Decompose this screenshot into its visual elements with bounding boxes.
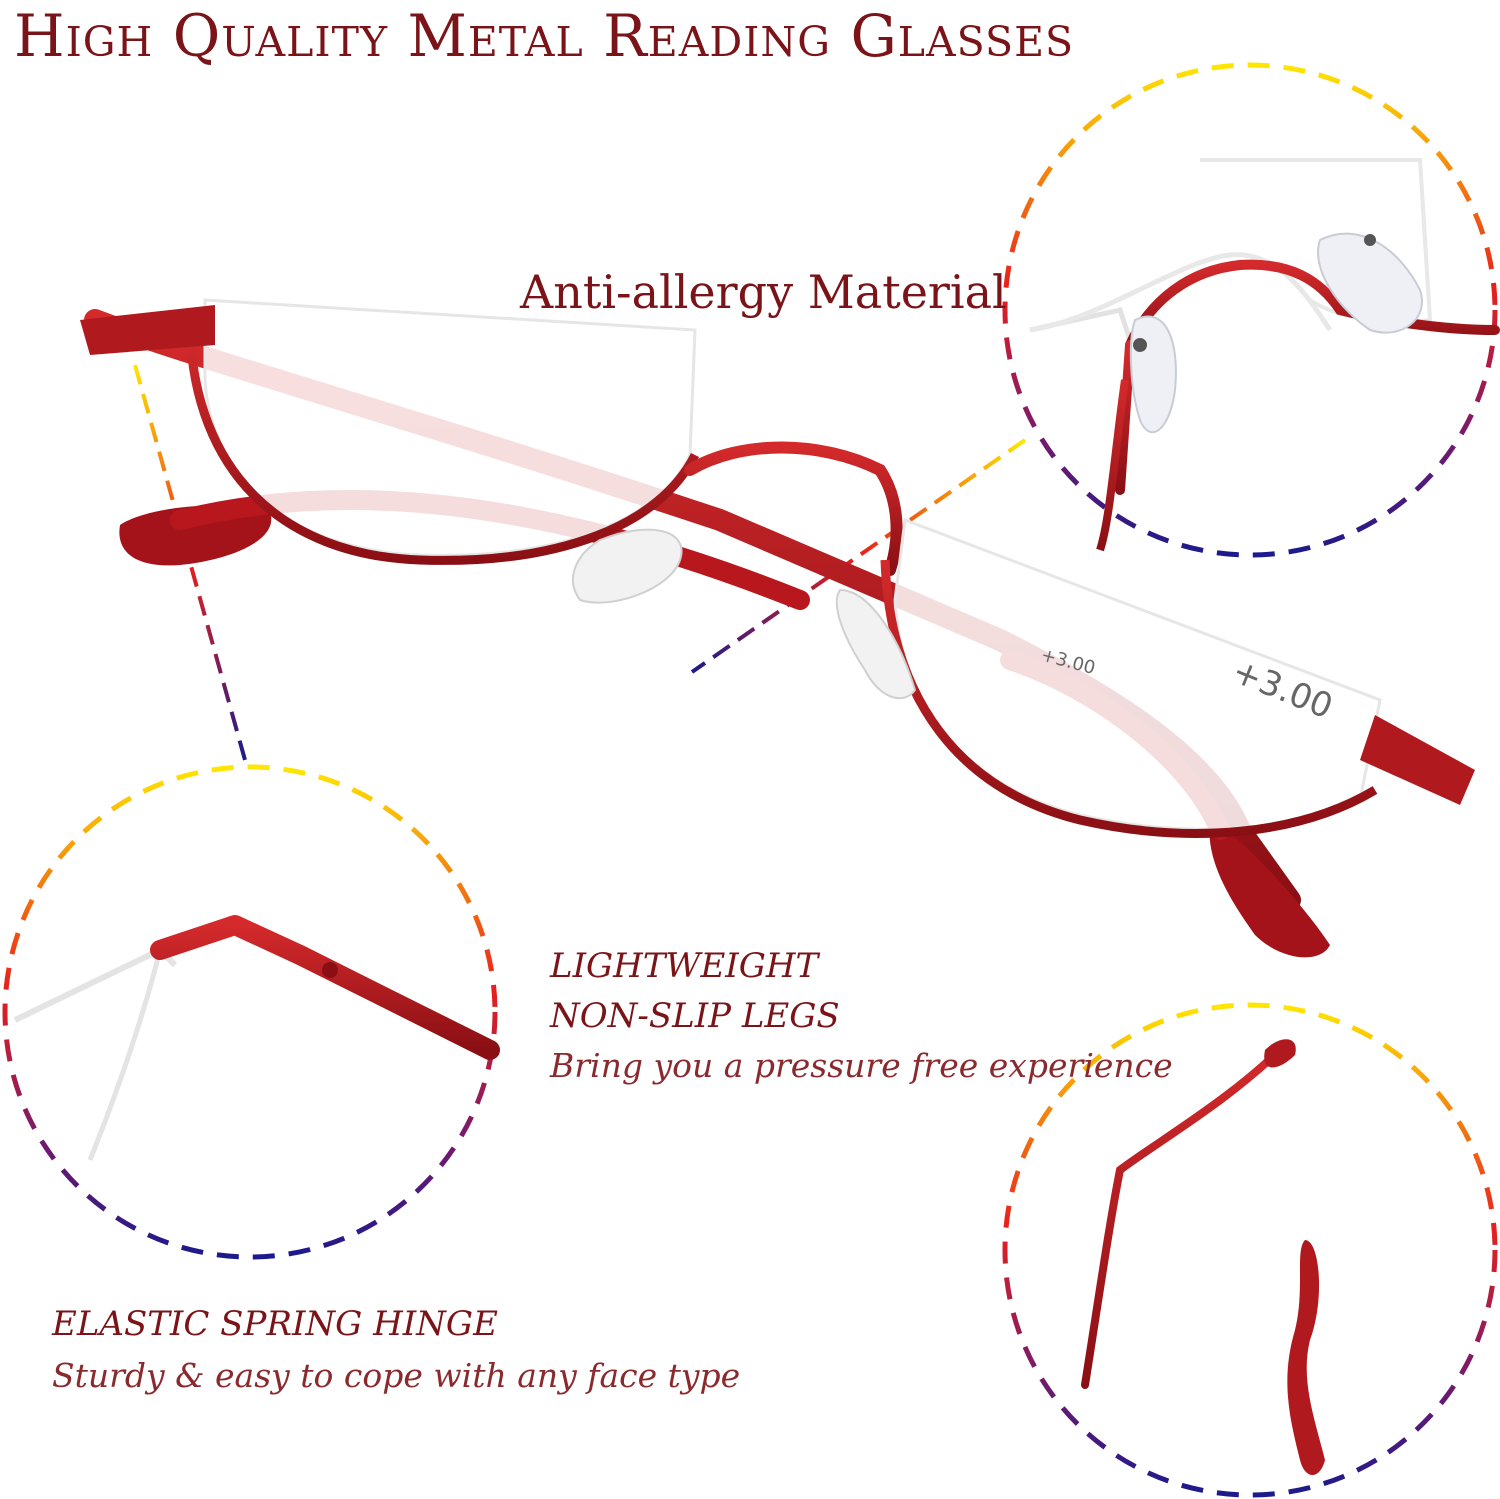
feature-legs-title-line1: LIGHTWEIGHT [550,946,819,986]
detail-bridge-nosepad [1029,158,1500,552]
reading-glasses-illustration: +3.00 +3.00 [80,298,1475,958]
feature-anti-allergy-label: Anti-allergy Material [520,265,1007,319]
page-title: High Quality Metal Reading Glasses [14,2,1075,70]
feature-hinge-title: ELASTIC SPRING HINGE [52,1304,498,1344]
zoom-circle-hinge [2,764,498,1260]
detail-nonslip-legs [1081,1039,1325,1475]
zoom-circle-bridge [1002,62,1498,558]
feature-legs-title-line2: NON-SLIP LEGS [550,996,840,1036]
zoom-circle-legs [1002,1002,1498,1498]
connector-bridge [690,438,1027,674]
feature-legs-subtitle: Bring you a pressure free experience [550,1046,1173,1085]
feature-hinge-subtitle: Sturdy & easy to cope with any face type [52,1356,741,1395]
detail-spring-hinge [13,915,500,1161]
connector-hinge [133,364,247,761]
